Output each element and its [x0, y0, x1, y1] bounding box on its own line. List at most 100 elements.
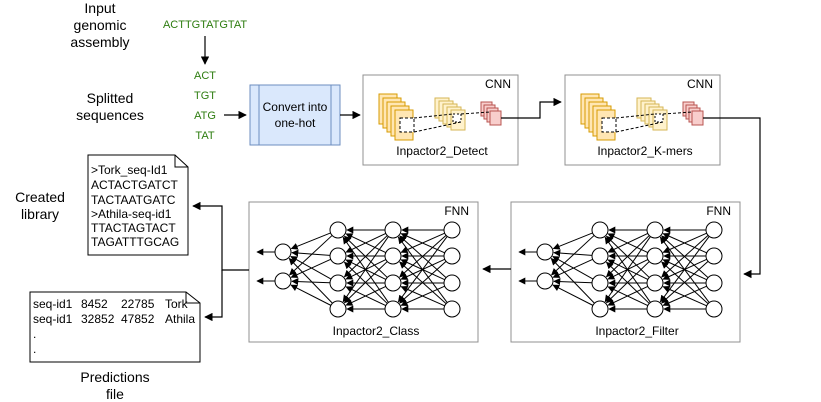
- network-edge: [552, 255, 594, 280]
- library-line-5: TTACTAGTACT: [91, 221, 176, 235]
- network-edge: [399, 235, 447, 279]
- network-edge: [343, 261, 388, 304]
- network-neuron: [705, 274, 723, 292]
- network-neuron: [705, 247, 723, 265]
- pred-row-2-class: Athila: [165, 312, 195, 326]
- network-neuron: [329, 221, 347, 239]
- network-neuron: [591, 247, 609, 265]
- cnn-detect-name: Inpactor2_Detect: [396, 144, 488, 158]
- fnn-filter-network: [518, 221, 723, 318]
- fnn-class-name: Inpactor2_Class: [333, 324, 420, 338]
- library-line-4: >Athila-seq-id1: [91, 207, 172, 221]
- pred-row-2-start: 32852: [81, 312, 115, 326]
- network-neuron: [443, 274, 461, 292]
- network-edge: [343, 235, 388, 278]
- pred-row-2-id: seq-id1: [33, 312, 73, 326]
- kmer-1: ACT: [194, 70, 216, 82]
- kmer-4: TAT: [195, 130, 214, 142]
- input-label-line-2: genomic: [74, 17, 127, 33]
- network-edge: [605, 261, 650, 304]
- network-neuron: [443, 221, 461, 239]
- pred-ellipsis-2: .: [33, 342, 36, 356]
- split-label-line-2: sequences: [76, 107, 144, 123]
- onehot-box: Convert into one-hot: [249, 84, 341, 146]
- input-sequence: ACTTGTATGTAT: [163, 19, 247, 31]
- library-document: >Tork_seq-Id1 ACTACTGATCT TACTAATGATC >A…: [87, 154, 189, 256]
- kmer-2: TGT: [194, 90, 216, 102]
- pred-row-1-start: 8452: [81, 297, 108, 311]
- network-edge: [662, 232, 707, 254]
- network-edge: [551, 235, 595, 276]
- network-neuron: [646, 247, 664, 265]
- network-neuron: [274, 243, 292, 261]
- network-neuron: [646, 274, 664, 292]
- input-label: Input genomic assembly: [70, 0, 129, 50]
- network-edge: [290, 284, 332, 306]
- network-neuron: [384, 247, 402, 265]
- kmer-3: ATG: [194, 110, 216, 122]
- network-neuron: [705, 221, 723, 239]
- network-neuron: [329, 274, 347, 292]
- network-neuron: [591, 300, 609, 318]
- network-edge: [607, 233, 648, 254]
- network-neuron: [536, 243, 554, 261]
- fnn-filter-box: FNN Inpactor2_Filter: [510, 201, 741, 343]
- cnn-detect-layers: [378, 93, 502, 141]
- input-label-line-1: Input: [84, 0, 115, 16]
- cnn-kmers-name: Inpactor2_K-mers: [597, 144, 692, 158]
- network-neuron: [591, 274, 609, 292]
- class-to-predictions-arrow: [204, 270, 223, 322]
- detect-to-kmers-arrow: [501, 97, 562, 119]
- network-edge: [397, 236, 448, 303]
- onehot-label-line-2: one-hot: [275, 116, 316, 130]
- network-edge: [552, 284, 594, 306]
- pred-ellipsis-1: .: [33, 327, 36, 341]
- network-edge: [553, 278, 593, 286]
- pred-row-1-class: Tork: [165, 297, 189, 311]
- network-neuron: [329, 300, 347, 318]
- network-neuron: [384, 221, 402, 239]
- network-edge: [605, 235, 650, 278]
- library-line-1: >Tork_seq-Id1: [91, 163, 168, 177]
- network-neuron: [646, 300, 664, 318]
- network-edge: [291, 278, 331, 286]
- predictions-label-line-1: Predictions: [80, 369, 149, 385]
- network-edge: [342, 236, 389, 303]
- network-edge: [290, 255, 332, 280]
- network-edge: [289, 235, 333, 276]
- network-neuron: [591, 221, 609, 239]
- network-edge: [288, 257, 333, 304]
- cnn-detect-tag: CNN: [485, 77, 511, 91]
- network-neuron: [443, 247, 461, 265]
- fnn-class-box: FNN Inpactor2_Class: [248, 201, 479, 343]
- network-edge: [290, 232, 331, 250]
- fnn-class-tag: FNN: [444, 204, 469, 218]
- class-to-library-arrow: [192, 201, 249, 271]
- library-label-line-1: Created: [15, 189, 65, 205]
- network-neuron: [705, 300, 723, 318]
- library-line-2: ACTACTGATCT: [91, 178, 179, 192]
- pred-row-1-end: 22785: [121, 297, 155, 311]
- network-edge: [550, 257, 595, 304]
- network-edge: [291, 249, 331, 257]
- library-label-line-2: library: [21, 206, 59, 222]
- network-edge: [659, 236, 710, 303]
- network-edge: [553, 249, 593, 257]
- onehot-label-line-1: Convert into: [263, 100, 328, 114]
- network-edge: [552, 232, 593, 250]
- cnn-kmers-box: CNN Inpactor2_K-mers: [564, 74, 721, 166]
- network-neuron: [384, 274, 402, 292]
- network-neuron: [274, 272, 292, 290]
- network-edge: [400, 285, 445, 307]
- network-edge: [661, 235, 709, 279]
- pred-row-2-end: 47852: [121, 312, 155, 326]
- fnn-class-network: [256, 221, 461, 318]
- predictions-document: seq-id1 8452 22785 Tork seq-id1 32852 47…: [29, 291, 201, 363]
- library-line-3: TACTAATGATC: [91, 193, 176, 207]
- network-edge: [662, 285, 707, 307]
- split-label-line-1: Splitted: [87, 90, 134, 106]
- predictions-label-line-2: file: [106, 386, 124, 402]
- network-neuron: [329, 247, 347, 265]
- cnn-kmers-layers: [580, 93, 704, 141]
